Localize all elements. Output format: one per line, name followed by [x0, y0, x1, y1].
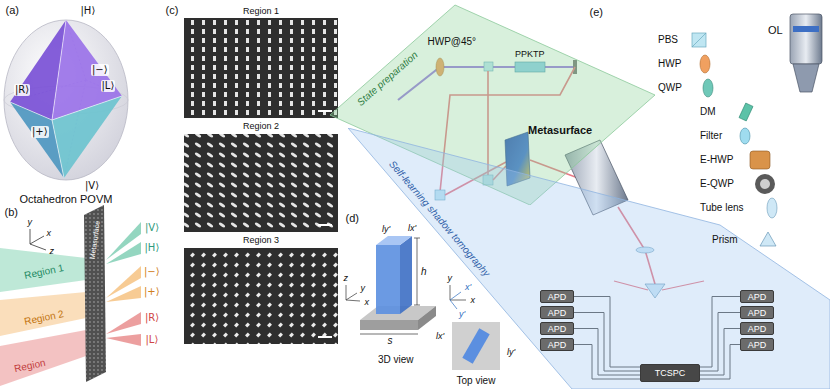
axis-label: x — [471, 295, 476, 305]
box-text: APD — [548, 340, 567, 350]
state-label: |R⟩ — [145, 312, 159, 324]
axis-label: x' — [465, 282, 471, 292]
legend-label: DM — [700, 106, 716, 118]
region-label: Region — [13, 357, 46, 375]
detector-box: APD — [740, 338, 774, 351]
component-label: Metasurface — [528, 124, 592, 137]
state-label: |R⟩ — [14, 84, 30, 96]
box-text: APD — [748, 308, 767, 318]
box-text: APD — [548, 292, 567, 302]
state-label: |H⟩ — [145, 242, 160, 254]
state-label: |−⟩ — [144, 266, 160, 278]
legend-label: QWP — [658, 82, 682, 94]
axis-label: y — [448, 273, 453, 283]
legend-label: Prism — [712, 234, 738, 246]
detector-box: APD — [740, 306, 774, 319]
axis-label: y' — [459, 309, 465, 319]
box-text: TCSPC — [655, 368, 686, 378]
axis-label: x — [365, 297, 370, 307]
legend-label: E-QWP — [700, 178, 734, 190]
dimension-label: ly' — [507, 347, 515, 357]
axis-label: z — [344, 273, 349, 283]
axis-label: y — [28, 217, 33, 227]
axis-label: z — [50, 246, 55, 256]
legend-label: E-HWP — [700, 154, 733, 166]
detector-box: APD — [740, 322, 774, 335]
state-label: |V⟩ — [145, 222, 159, 234]
legend-label: HWP — [658, 58, 681, 70]
region-label: Region 2 — [243, 121, 279, 131]
state-label: |L⟩ — [101, 80, 116, 92]
panel-label: (b) — [5, 206, 18, 219]
region-label: Region 1 — [243, 6, 279, 16]
state-label: |+⟩ — [31, 126, 49, 138]
panel-label: (c) — [166, 4, 179, 17]
panel-label: (a) — [6, 4, 19, 17]
panel-label: (e) — [590, 6, 603, 19]
region-label: Region 2 — [23, 308, 65, 328]
view-label: 3D view — [378, 354, 414, 366]
region-label: Region 3 — [243, 235, 279, 245]
detector-box: APD — [540, 338, 574, 351]
dimension-label: ly' — [382, 224, 390, 234]
plane-outline — [348, 128, 830, 389]
state-label: |−⟩ — [91, 64, 109, 76]
region-label: Region 1 — [23, 262, 65, 282]
dimension-label: s — [388, 335, 393, 347]
component-label: HWP@45° — [428, 36, 477, 48]
box-text: APD — [748, 292, 767, 302]
component-label: Metasurface — [88, 220, 101, 259]
setup-plane: Self-learning shadow tomographyAPDAPDAPD… — [348, 128, 830, 389]
box-text: APD — [548, 308, 567, 318]
dimension-label: lx' — [436, 331, 444, 341]
detector-box: APD — [540, 290, 574, 303]
detector-box: APD — [540, 306, 574, 319]
detector-box: APD — [540, 322, 574, 335]
legend-label: OL — [768, 24, 783, 37]
box-text: APD — [748, 340, 767, 350]
legend-label: Filter — [700, 130, 722, 142]
box-text: APD — [548, 324, 567, 334]
dimension-label: h — [421, 266, 427, 278]
panel-caption: Octahedron POVM — [20, 193, 113, 206]
state-label: |L⟩ — [146, 334, 159, 346]
axis-label: y — [361, 283, 366, 293]
panel-label: (d) — [346, 212, 359, 225]
state-label: |+⟩ — [144, 286, 160, 298]
view-label: Top view — [457, 375, 496, 387]
dimension-label: lx' — [408, 223, 416, 233]
axis-label: x — [47, 228, 52, 238]
box-text: APD — [748, 324, 767, 334]
component-label: PPKTP — [515, 49, 545, 59]
detector-box: APD — [740, 290, 774, 303]
legend-label: PBS — [658, 34, 678, 46]
state-label: |V⟩ — [84, 180, 100, 192]
state-label: |H⟩ — [80, 5, 97, 17]
legend-label: Tube lens — [700, 202, 744, 214]
counter-box: TCSPC — [640, 364, 700, 382]
